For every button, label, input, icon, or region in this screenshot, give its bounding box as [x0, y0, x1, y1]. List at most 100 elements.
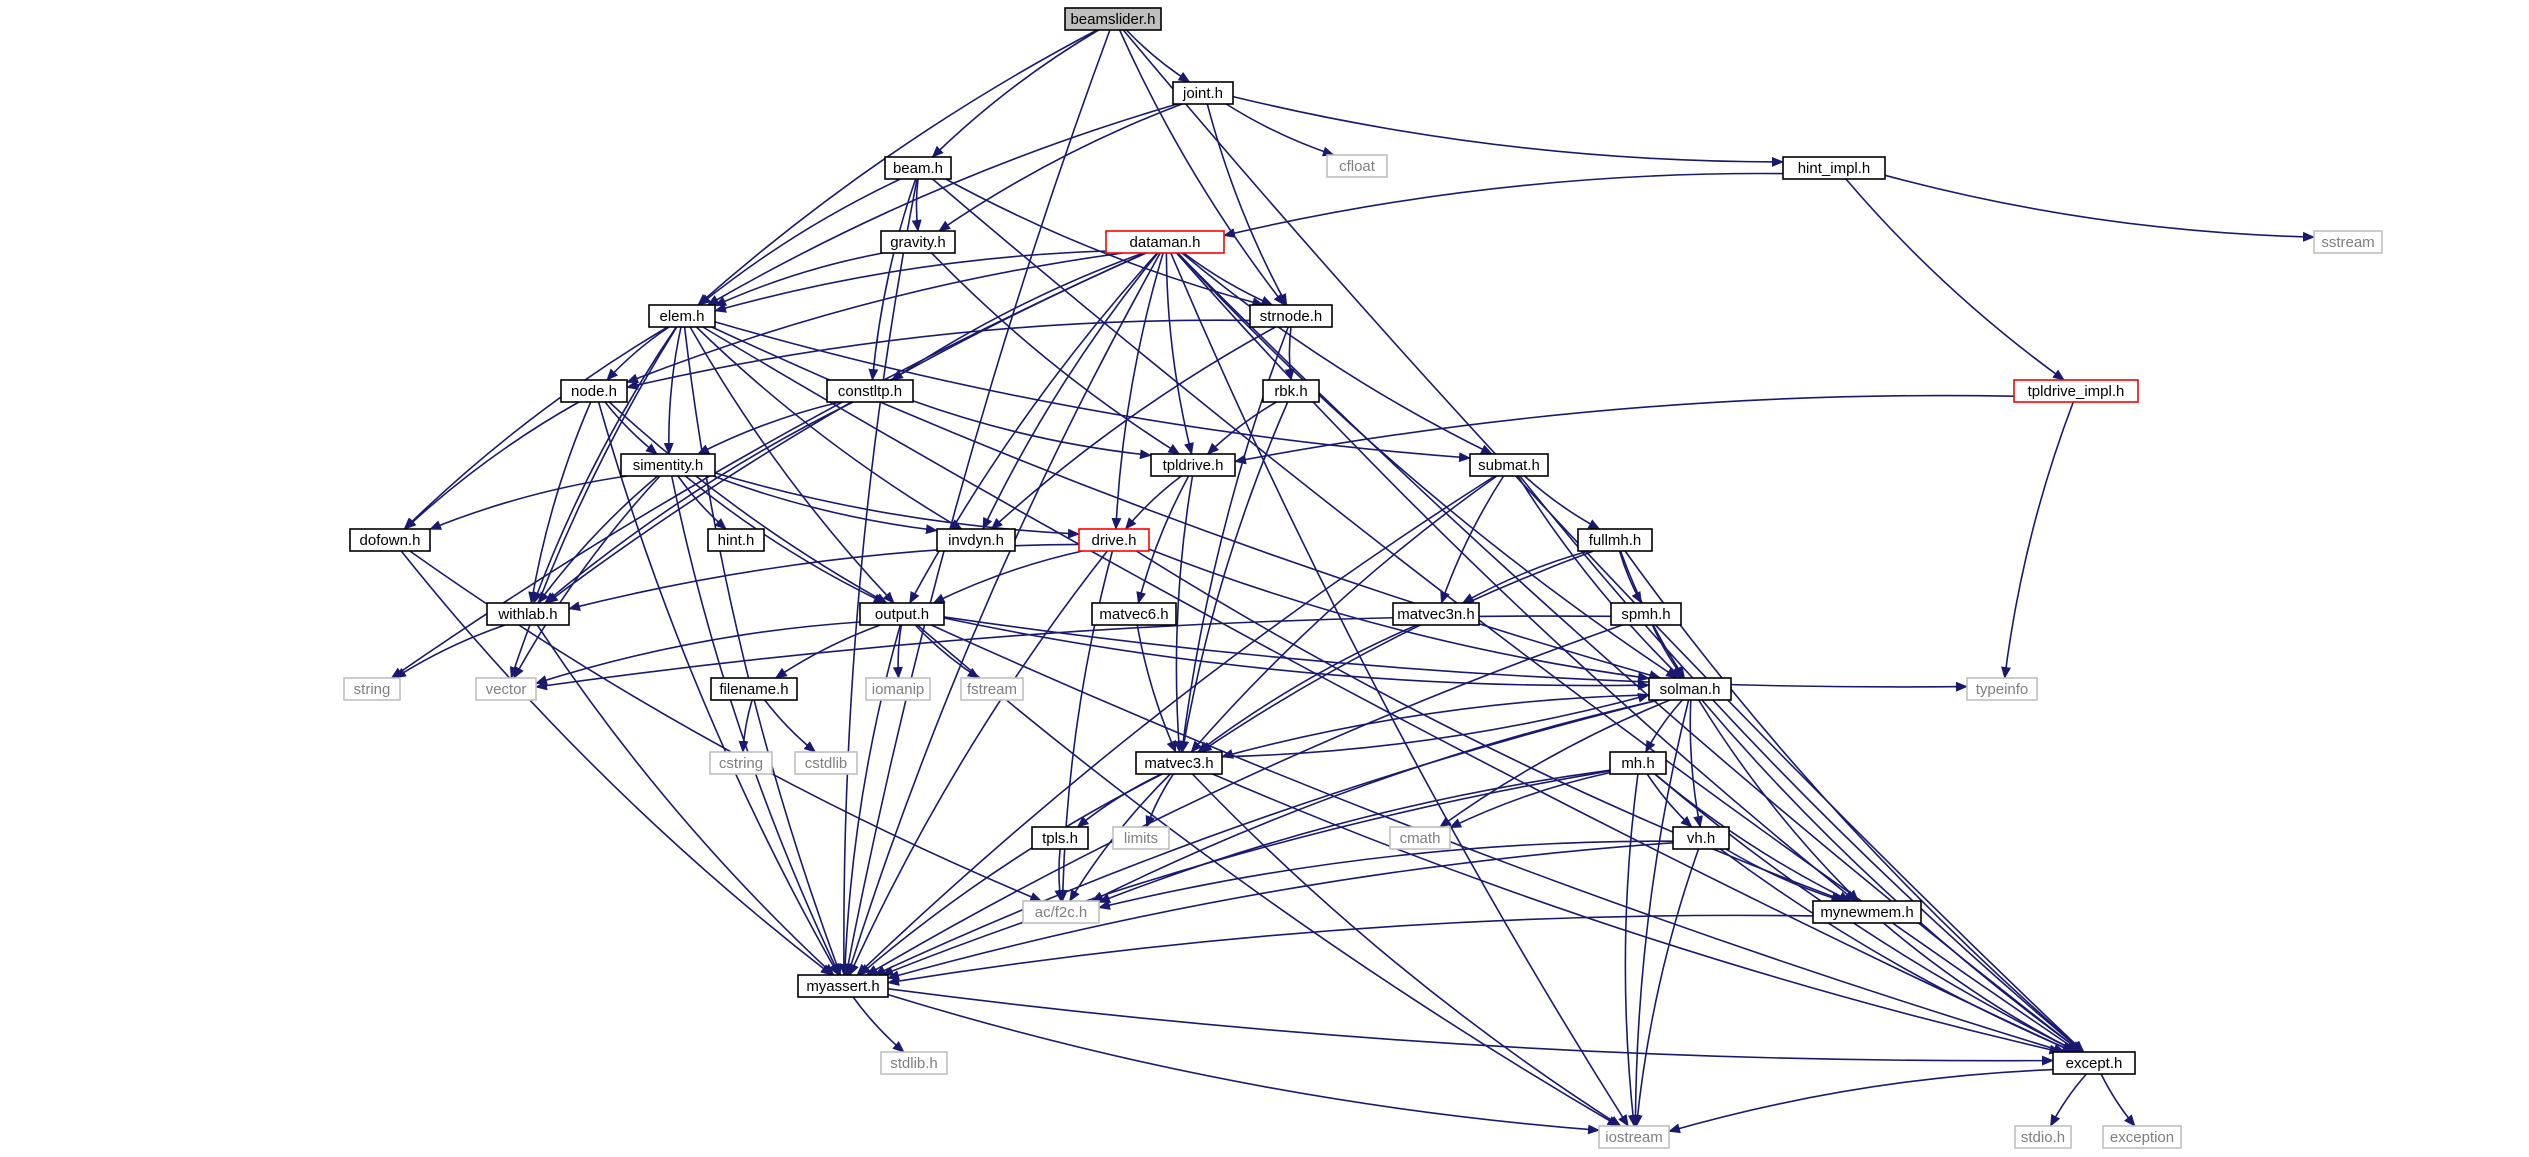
node-exception[interactable]: exception: [2102, 1125, 2182, 1149]
node-limits[interactable]: limits: [1112, 826, 1170, 850]
node-matvec3n-box[interactable]: [1392, 602, 1480, 626]
node-invdyn-box[interactable]: [936, 528, 1016, 552]
node-tpls[interactable]: tpls.h: [1031, 826, 1089, 850]
node-dataman[interactable]: dataman.h: [1105, 230, 1225, 254]
node-hint_impl-box[interactable]: [1782, 156, 1886, 180]
node-hint-box[interactable]: [707, 528, 765, 552]
node-node[interactable]: node.h: [560, 379, 628, 403]
node-matvec6-box[interactable]: [1091, 602, 1177, 626]
node-cfloat[interactable]: cfloat: [1326, 154, 1388, 178]
node-acf2c[interactable]: ac/f2c.h: [1022, 900, 1100, 924]
node-stdlib[interactable]: stdlib.h: [880, 1051, 948, 1075]
node-beam[interactable]: beam.h: [884, 156, 952, 180]
node-strnode-box[interactable]: [1249, 304, 1333, 328]
node-cfloat-box[interactable]: [1326, 154, 1388, 178]
node-vector[interactable]: vector: [475, 677, 537, 701]
node-beamslider[interactable]: beamslider.h: [1064, 7, 1162, 31]
node-iostream[interactable]: iostream: [1598, 1125, 1670, 1149]
node-exception-box[interactable]: [2102, 1125, 2182, 1149]
node-strnode[interactable]: strnode.h: [1249, 304, 1333, 328]
node-gravity-box[interactable]: [880, 230, 956, 254]
node-stdio[interactable]: stdio.h: [2014, 1125, 2072, 1149]
node-output-box[interactable]: [859, 602, 945, 626]
node-vh-box[interactable]: [1672, 826, 1730, 850]
node-fstream-box[interactable]: [960, 677, 1024, 701]
node-mh-box[interactable]: [1609, 751, 1667, 775]
node-elem-box[interactable]: [648, 304, 716, 328]
node-simentity[interactable]: simentity.h: [620, 453, 716, 477]
node-matvec3n[interactable]: matvec3n.h: [1392, 602, 1480, 626]
node-submat-box[interactable]: [1469, 453, 1549, 477]
node-matvec3[interactable]: matvec3.h: [1135, 751, 1223, 775]
node-elem[interactable]: elem.h: [648, 304, 716, 328]
node-except-box[interactable]: [2052, 1051, 2136, 1075]
node-cmath[interactable]: cmath: [1389, 826, 1451, 850]
node-myassert[interactable]: myassert.h: [797, 974, 889, 998]
node-fullmh-box[interactable]: [1577, 528, 1653, 552]
node-dofown-box[interactable]: [349, 528, 431, 552]
node-stdlib-box[interactable]: [880, 1051, 948, 1075]
node-filename-box[interactable]: [710, 677, 798, 701]
node-spmh-box[interactable]: [1610, 602, 1682, 626]
node-output[interactable]: output.h: [859, 602, 945, 626]
node-fullmh[interactable]: fullmh.h: [1577, 528, 1653, 552]
node-myassert-box[interactable]: [797, 974, 889, 998]
node-withlab[interactable]: withlab.h: [486, 602, 570, 626]
node-matvec3-box[interactable]: [1135, 751, 1223, 775]
node-except[interactable]: except.h: [2052, 1051, 2136, 1075]
node-hint_impl[interactable]: hint_impl.h: [1782, 156, 1886, 180]
node-node-box[interactable]: [560, 379, 628, 403]
node-gravity[interactable]: gravity.h: [880, 230, 956, 254]
node-cstring[interactable]: cstring: [709, 751, 773, 775]
node-tpldrive_impl-box[interactable]: [2013, 379, 2139, 403]
node-matvec6[interactable]: matvec6.h: [1091, 602, 1177, 626]
node-mh[interactable]: mh.h: [1609, 751, 1667, 775]
node-cstdlib-box[interactable]: [794, 751, 858, 775]
node-typeinfo-box[interactable]: [1966, 677, 2038, 701]
node-drive[interactable]: drive.h: [1078, 528, 1150, 552]
node-tpldrive-box[interactable]: [1150, 453, 1236, 477]
node-beamslider-box[interactable]: [1064, 7, 1162, 31]
node-sstream[interactable]: sstream: [2313, 230, 2383, 254]
node-solman-box[interactable]: [1648, 677, 1732, 701]
node-string[interactable]: string: [343, 677, 401, 701]
node-limits-box[interactable]: [1112, 826, 1170, 850]
node-beam-box[interactable]: [884, 156, 952, 180]
node-joint-box[interactable]: [1172, 81, 1234, 105]
node-cstring-box[interactable]: [709, 751, 773, 775]
node-vh[interactable]: vh.h: [1672, 826, 1730, 850]
node-rbk-box[interactable]: [1262, 379, 1320, 403]
node-constltp-box[interactable]: [826, 379, 914, 403]
node-sstream-box[interactable]: [2313, 230, 2383, 254]
node-tpls-box[interactable]: [1031, 826, 1089, 850]
node-vector-box[interactable]: [475, 677, 537, 701]
node-iomanip[interactable]: iomanip: [865, 677, 931, 701]
node-solman[interactable]: solman.h: [1648, 677, 1732, 701]
node-string-box[interactable]: [343, 677, 401, 701]
node-constltp[interactable]: constltp.h: [826, 379, 914, 403]
node-iostream-box[interactable]: [1598, 1125, 1670, 1149]
node-filename[interactable]: filename.h: [710, 677, 798, 701]
node-acf2c-box[interactable]: [1022, 900, 1100, 924]
node-typeinfo[interactable]: typeinfo: [1966, 677, 2038, 701]
node-cmath-box[interactable]: [1389, 826, 1451, 850]
node-stdio-box[interactable]: [2014, 1125, 2072, 1149]
node-withlab-box[interactable]: [486, 602, 570, 626]
node-tpldrive_impl[interactable]: tpldrive_impl.h: [2013, 379, 2139, 403]
node-rbk[interactable]: rbk.h: [1262, 379, 1320, 403]
node-tpldrive[interactable]: tpldrive.h: [1150, 453, 1236, 477]
node-submat[interactable]: submat.h: [1469, 453, 1549, 477]
node-drive-box[interactable]: [1078, 528, 1150, 552]
node-joint[interactable]: joint.h: [1172, 81, 1234, 105]
node-cstdlib[interactable]: cstdlib: [794, 751, 858, 775]
node-dataman-box[interactable]: [1105, 230, 1225, 254]
node-fstream[interactable]: fstream: [960, 677, 1024, 701]
node-simentity-box[interactable]: [620, 453, 716, 477]
node-hint[interactable]: hint.h: [707, 528, 765, 552]
node-invdyn[interactable]: invdyn.h: [936, 528, 1016, 552]
node-mynewmem[interactable]: mynewmem.h: [1812, 900, 1922, 924]
node-iomanip-box[interactable]: [865, 677, 931, 701]
node-spmh[interactable]: spmh.h: [1610, 602, 1682, 626]
node-dofown[interactable]: dofown.h: [349, 528, 431, 552]
node-mynewmem-box[interactable]: [1812, 900, 1922, 924]
